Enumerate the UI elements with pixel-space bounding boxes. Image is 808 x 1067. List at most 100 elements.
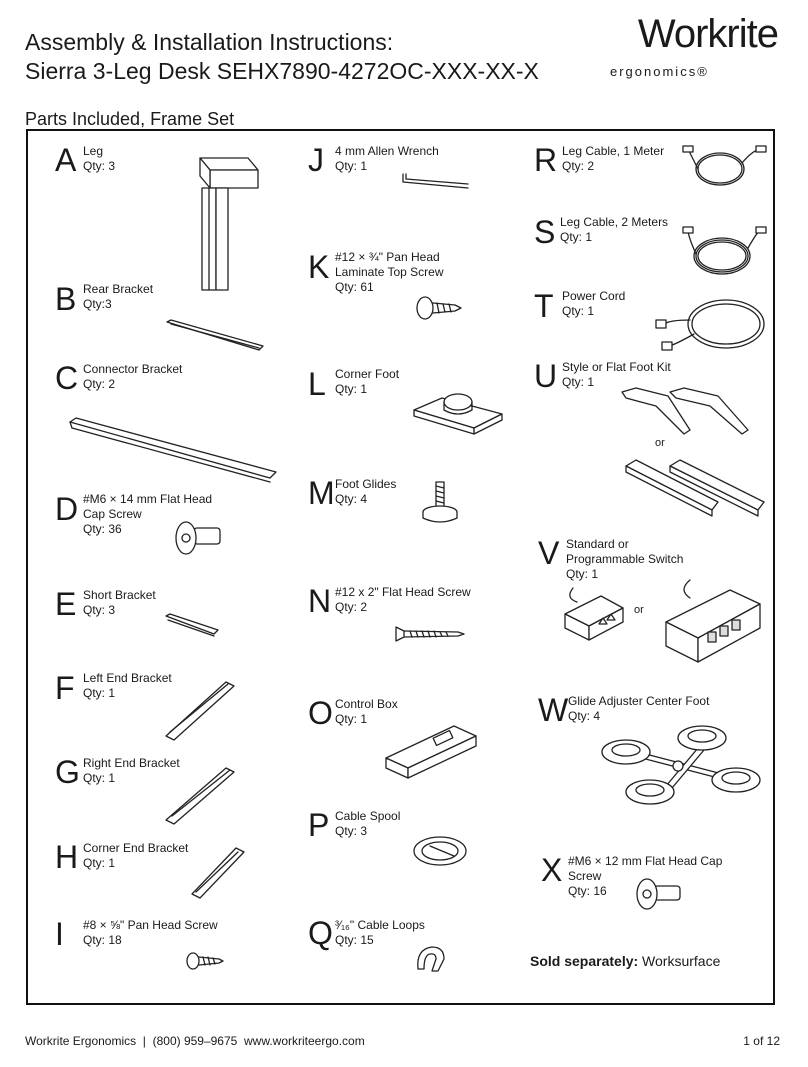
part-name-v-2: Programmable Switch [566,552,684,566]
part-name-i: #8 × ⅝" Pan Head Screw [83,918,218,932]
or-label-v: or [634,604,644,616]
part-name-a: Leg [83,144,104,158]
part-qty-g: Qty: 1 [83,771,116,785]
pan-head-screw-i-illustration [186,952,224,970]
part-qty-d: Qty: 36 [83,522,122,536]
part-name-w: Glide Adjuster Center Foot [568,694,710,708]
control-box-illustration [385,725,477,779]
flat-foot-illustration [625,459,765,517]
glide-adjuster-center-foot-illustration [601,725,761,805]
part-letter-d: D [55,491,79,527]
section-title: Parts Included, Frame Set [25,109,235,129]
part-letter-r: R [534,142,558,178]
part-qty-b: Qty:3 [83,297,112,311]
part-qty-m: Qty: 4 [335,492,368,506]
part-name-q: ³⁄₁₆" Cable Loops [335,918,425,932]
part-name-u: Style or Flat Foot Kit [562,360,671,374]
power-cord-illustration [655,299,765,351]
foot-glide-illustration [422,481,458,523]
part-letter-o: O [308,695,333,731]
part-qty-v: Qty: 1 [566,567,599,581]
part-qty-i: Qty: 18 [83,933,122,947]
style-foot-illustration [621,387,749,435]
part-qty-h: Qty: 1 [83,856,116,870]
part-qty-p: Qty: 3 [335,824,368,838]
part-name-t: Power Cord [562,289,626,303]
sold-separately: Sold separately: Worksurface [530,953,720,969]
corner-end-bracket-illustration [191,847,245,899]
part-name-k: #12 × ¾" Pan Head [335,250,440,264]
part-name-n: #12 x 2" Flat Head Screw [335,585,471,599]
part-letter-f: F [55,670,75,706]
part-letter-t: T [534,288,554,324]
cable-spool-illustration [413,836,467,866]
part-name-d: #M6 × 14 mm Flat Head [83,492,213,506]
part-name-r: Leg Cable, 1 Meter [562,144,665,158]
part-qty-r: Qty: 2 [562,159,595,173]
part-name-v: Standard or [566,537,629,551]
programmable-switch-illustration [665,579,761,663]
parts-frame [26,129,775,1005]
part-name-j: 4 mm Allen Wrench [335,144,439,158]
part-qty-k: Qty: 61 [335,280,374,294]
logo-subtitle: ergonomics® [610,64,709,79]
standard-switch-illustration [564,587,624,641]
part-qty-c: Qty: 2 [83,377,116,391]
part-qty-e: Qty: 3 [83,603,116,617]
part-name-p: Cable Spool [335,809,401,823]
workrite-logo: Workrite [637,12,779,56]
part-name-e: Short Bracket [83,588,156,602]
part-name-x: #M6 × 12 mm Flat Head Cap [568,854,723,868]
part-qty-n: Qty: 2 [335,600,368,614]
part-qty-f: Qty: 1 [83,686,116,700]
part-name-h: Corner End Bracket [83,841,189,855]
part-qty-s: Qty: 1 [560,230,593,244]
part-name-f: Left End Bracket [83,671,172,685]
title-line-2: Sierra 3-Leg Desk SEHX7890-4272OC-XXX-XX… [25,58,539,84]
leg-illustration [199,157,259,291]
connector-bracket-illustration [69,417,277,483]
part-name-k-2: Laminate Top Screw [335,265,444,279]
document-title: Assembly & Installation Instructions: Si… [25,28,539,86]
leg-cable-2m-illustration [682,226,767,275]
rear-bracket-illustration [166,319,264,351]
part-name-c: Connector Bracket [83,362,183,376]
cap-screw-x-illustration [636,878,681,910]
part-letter-e: E [55,586,77,622]
part-name-d-2: Cap Screw [83,507,142,521]
part-letter-v: V [538,535,560,571]
pan-head-screw-k-illustration [416,296,462,320]
part-name-g: Right End Bracket [83,756,180,770]
leg-cable-1m-illustration [682,145,767,186]
cable-loop-illustration [417,946,445,972]
part-qty-u: Qty: 1 [562,375,595,389]
allen-wrench-illustration [402,173,469,189]
part-qty-o: Qty: 1 [335,712,368,726]
part-qty-w: Qty: 4 [568,709,601,723]
part-letter-q: Q [308,915,333,951]
part-name-l: Corner Foot [335,367,400,381]
part-letter-j: J [308,142,324,178]
part-name-o: Control Box [335,697,398,711]
right-end-bracket-illustration [165,767,235,825]
part-letter-u: U [534,358,558,394]
part-letter-a: A [55,142,77,178]
part-letter-s: S [534,214,556,250]
part-letter-g: G [55,754,80,790]
title-line-1: Assembly & Installation Instructions: [25,29,394,55]
left-end-bracket-illustration [165,681,235,741]
footer-contact: Workrite Ergonomics | (800) 959–9675 www… [25,1034,365,1048]
page-number: 1 of 12 [743,1034,780,1048]
part-name-x-2: Screw [568,869,602,883]
part-letter-p: P [308,807,330,843]
part-qty-a: Qty: 3 [83,159,116,173]
part-letter-x: X [541,852,563,888]
part-qty-l: Qty: 1 [335,382,368,396]
part-letter-n: N [308,583,332,619]
part-qty-x: Qty: 16 [568,884,607,898]
part-qty-q: Qty: 15 [335,933,374,947]
part-letter-l: L [308,366,326,402]
cap-screw-d-illustration [175,521,221,555]
part-letter-b: B [55,281,77,317]
sold-separately-label: Sold separately: [530,953,639,969]
